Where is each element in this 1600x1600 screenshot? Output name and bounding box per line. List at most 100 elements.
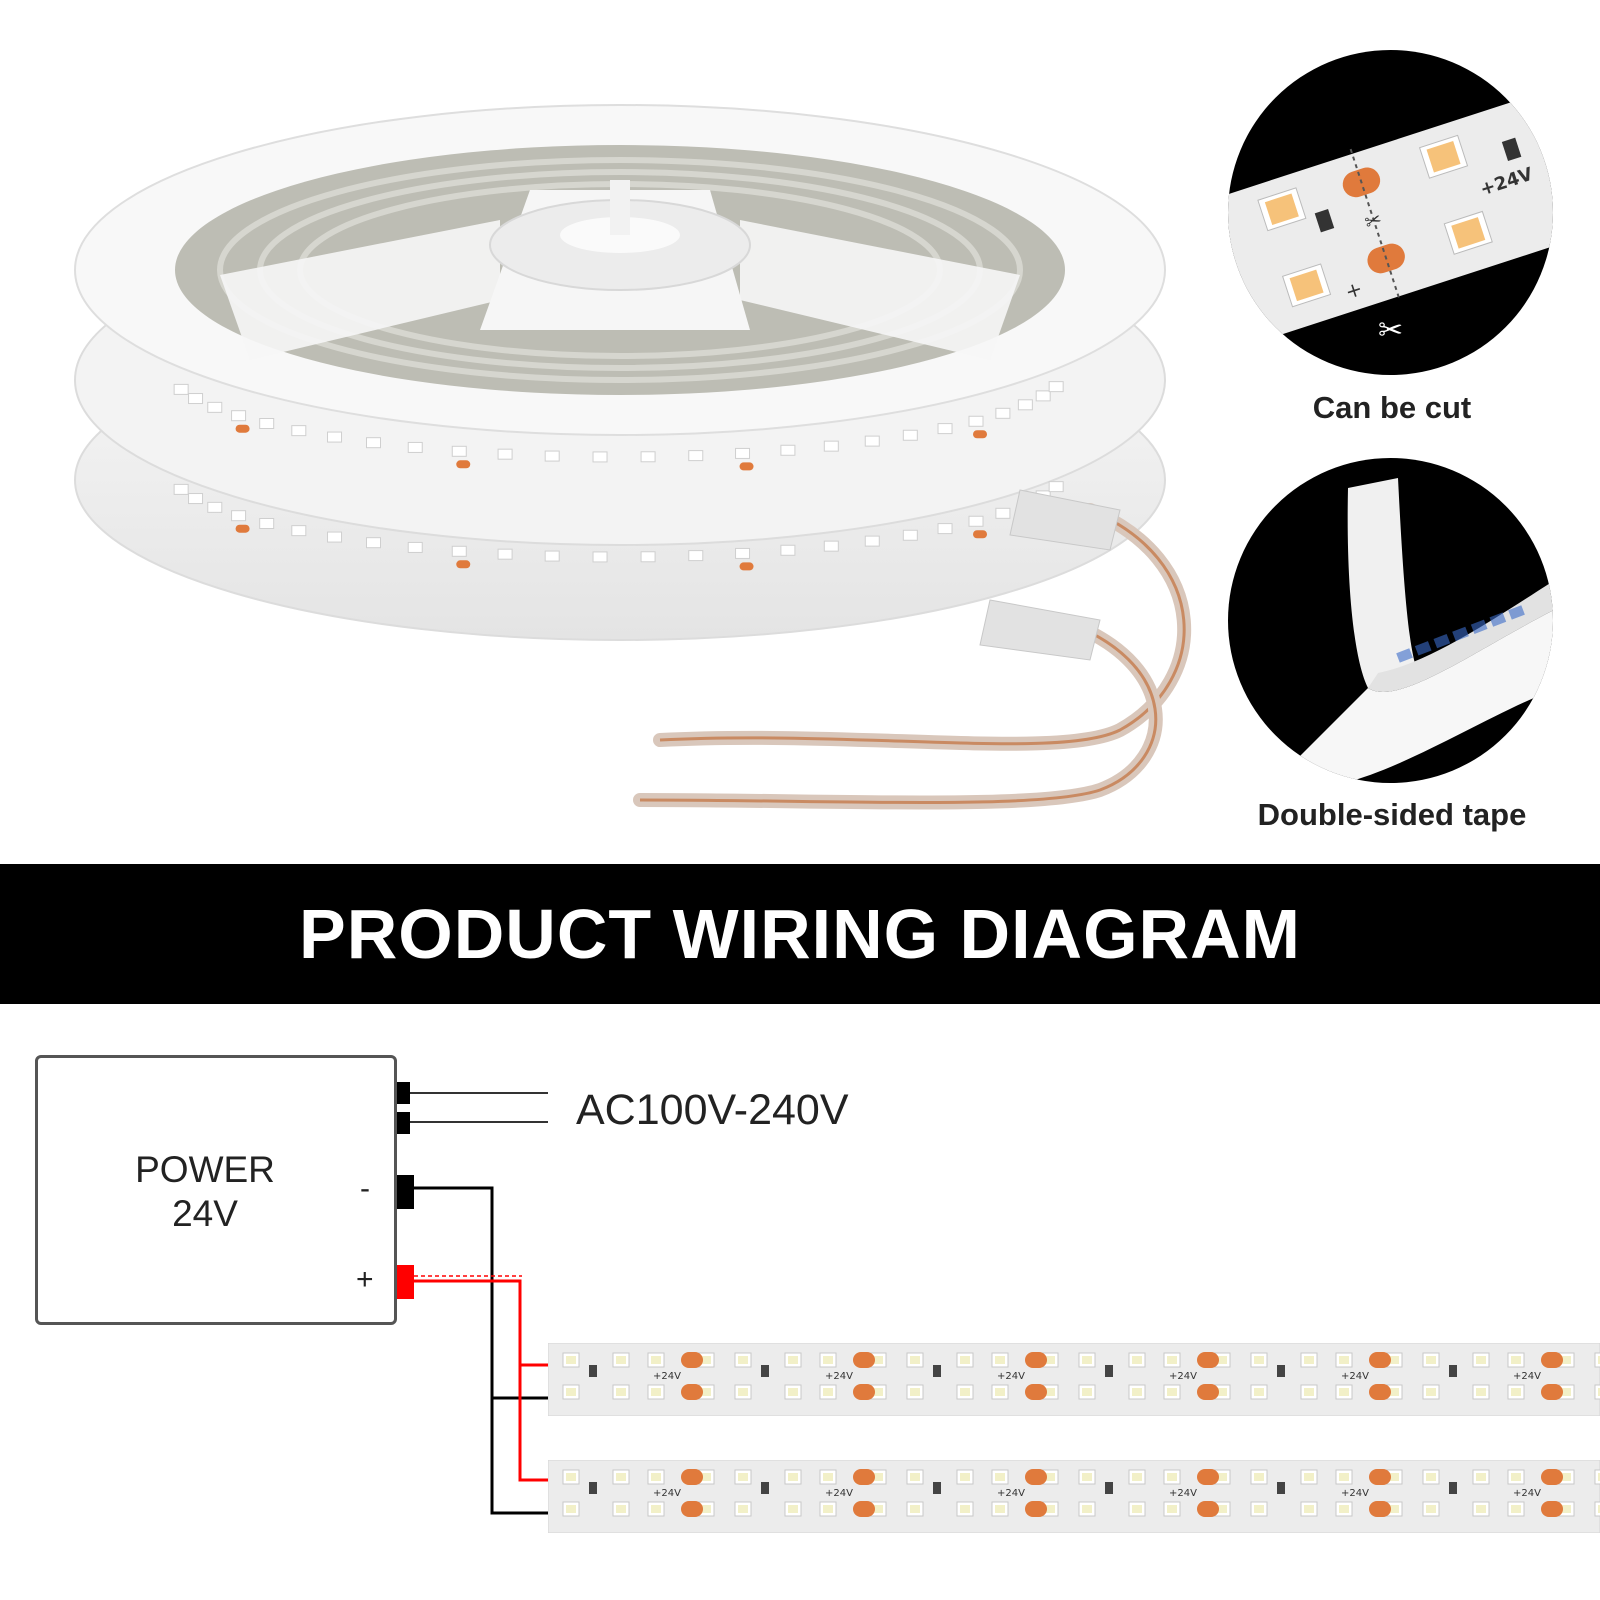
copper-pad [853,1384,875,1400]
reel-led-chip [688,550,704,562]
reel-copper-pad [456,560,471,569]
led-chip-lens [1561,1356,1571,1364]
resistor [1105,1482,1113,1494]
led-chip-lens [1339,1356,1349,1364]
led-chip-lens [1339,1388,1349,1396]
copper-pad [1025,1469,1047,1485]
led-chip-lens [1511,1505,1521,1513]
resistor [589,1365,597,1377]
resistor [589,1482,597,1494]
reel-led-chip [937,523,953,535]
resistor [1277,1482,1285,1494]
led-chip-lens [1254,1473,1264,1481]
led-chip-lens [1426,1356,1436,1364]
resistor [1449,1482,1457,1494]
led-chip-lens [566,1388,576,1396]
reel-led-chip [231,410,247,422]
reel-copper-pad [235,524,250,533]
power-label: POWER 24V [105,1148,305,1236]
reel-led-chip [365,437,381,449]
led-strip-reels-image [74,104,1192,810]
strip-voltage-mark: +24V [997,1371,1025,1382]
led-chip-lens [1426,1505,1436,1513]
reel-led-chip [173,383,189,395]
led-chip-lens [738,1505,748,1513]
led-chip-lens [651,1388,661,1396]
led-chip-lens [995,1356,1005,1364]
copper-pad [1369,1501,1391,1517]
copper-pad [681,1384,703,1400]
reel-led-chip [1035,390,1051,402]
led-chip [1594,1384,1600,1400]
led-chip-lens [995,1473,1005,1481]
copper-pad [1197,1352,1219,1368]
reel-led-chip [780,544,796,556]
led-strip-1: +24V+24V+24V+24V+24V+24V+24V [548,1343,1600,1416]
reel-led-chip [823,540,839,552]
copper-pad [1025,1501,1047,1517]
copper-pad [681,1469,703,1485]
led-chip-lens [1082,1356,1092,1364]
reel-led-chip [780,444,796,456]
led-chip-lens [1511,1356,1521,1364]
reel-led-chip [640,551,656,563]
led-chip-lens [1304,1356,1314,1364]
led-chip-lens [1598,1388,1600,1396]
led-chip-lens [616,1473,626,1481]
led-chip-lens [1167,1388,1177,1396]
reel-led-chip [259,417,275,429]
strip-voltage-mark: +24V [825,1488,853,1499]
led-chip-lens [1561,1388,1571,1396]
svg-text:✂: ✂ [1362,207,1385,235]
led-chip-lens [1217,1505,1227,1513]
reel-led-chip [365,537,381,549]
led-chip-lens [1254,1356,1264,1364]
strip-voltage-mark: +24V [653,1488,681,1499]
led-chip-lens [566,1505,576,1513]
led-chip [1594,1469,1600,1485]
copper-pad [1197,1501,1219,1517]
strip-voltage-mark: +24V [1513,1488,1541,1499]
led-chip-lens [823,1473,833,1481]
led-chip-lens [1598,1356,1600,1364]
led-chip-lens [910,1388,920,1396]
led-chip-lens [960,1388,970,1396]
reel-led-chip [968,515,984,527]
power-label-line2: 24V [172,1193,238,1234]
copper-pad [853,1352,875,1368]
copper-pad [1197,1469,1219,1485]
power-supply-box [35,1055,397,1325]
led-chip-lens [960,1505,970,1513]
led-chip-lens [1598,1505,1600,1513]
led-chip-lens [1082,1505,1092,1513]
svg-text:+: + [1342,276,1365,304]
led-chip-lens [1082,1388,1092,1396]
led-chip-lens [910,1356,920,1364]
reel-led-chip [735,547,751,559]
led-chip [1594,1352,1600,1368]
led-chip-lens [1254,1505,1264,1513]
led-chip-lens [1476,1356,1486,1364]
strip-voltage-mark: +24V [997,1488,1025,1499]
resistor [933,1482,941,1494]
copper-pad [1025,1352,1047,1368]
led-chip-lens [873,1388,883,1396]
reel-led-chip [688,450,704,462]
led-chip-lens [1426,1473,1436,1481]
strip-voltage-mark: +24V [1513,1371,1541,1382]
reel-led-chip [968,415,984,427]
led-chip-lens [1217,1356,1227,1364]
reel-led-chip [864,435,880,447]
reel-led-chip [207,501,223,513]
reel-copper-pad [739,562,754,571]
reel-led-chip [592,451,608,463]
led-chip-lens [1167,1356,1177,1364]
led-chip-lens [1132,1388,1142,1396]
reel-led-chip [640,451,656,463]
led-chip-lens [1561,1473,1571,1481]
reel-led-chip [902,529,918,541]
reel-led-chip [231,510,247,522]
copper-pad [853,1501,875,1517]
ac-input-label: AC100V-240V [576,1086,849,1134]
positive-polarity-label: + [356,1263,374,1296]
